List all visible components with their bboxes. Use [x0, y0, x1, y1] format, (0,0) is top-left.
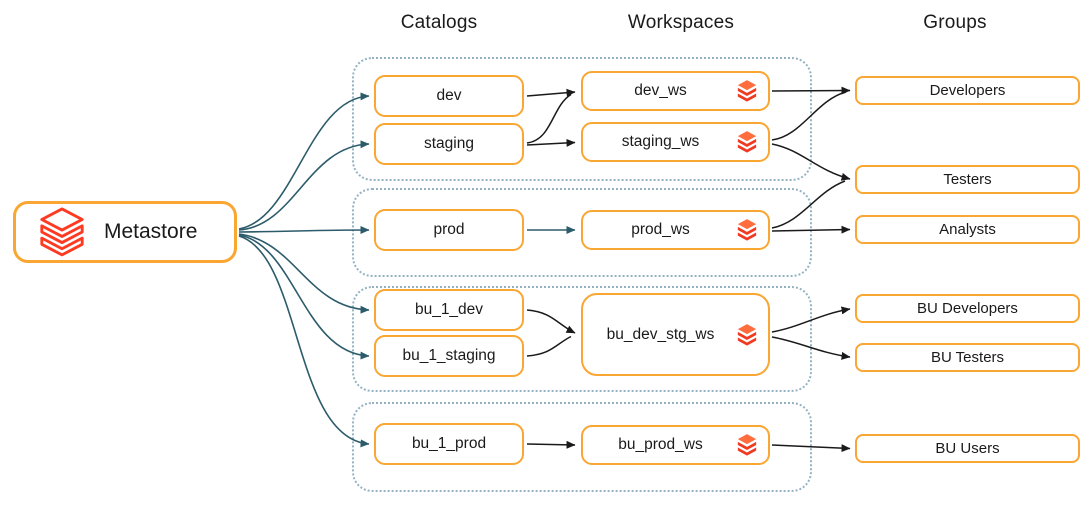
group-developers-label: Developers — [929, 82, 1006, 99]
metastore-label: Metastore — [104, 220, 198, 243]
group-analysts-label: Analysts — [939, 221, 996, 238]
column-header-workspaces: Workspaces — [627, 12, 735, 33]
group-bu-developers-label: BU Developers — [917, 300, 1018, 317]
node-workspace-bu-prod-ws: bu_prod_ws — [581, 425, 770, 465]
databricks-outline-icon — [40, 207, 84, 257]
node-group-bu-users: BU Users — [855, 434, 1080, 463]
node-group-bu-developers: BU Developers — [855, 294, 1080, 323]
node-group-developers: Developers — [855, 76, 1080, 105]
node-workspace-bu-dev-stg-ws: bu_dev_stg_ws — [581, 293, 770, 376]
databricks-icon — [737, 219, 757, 241]
group-testers-label: Testers — [943, 171, 992, 188]
node-group-bu-testers: BU Testers — [855, 343, 1080, 372]
catalog-bu-1-prod-label: bu_1_prod — [411, 435, 487, 452]
node-catalog-prod: prod — [374, 209, 524, 251]
catalog-bu-1-staging-label: bu_1_staging — [402, 347, 496, 364]
column-header-groups: Groups — [923, 12, 987, 33]
workspace-prod-ws-label: prod_ws — [631, 221, 690, 238]
catalog-prod-label: prod — [433, 221, 465, 238]
workspace-bu-dev-stg-ws-label: bu_dev_stg_ws — [606, 325, 715, 343]
node-catalog-bu-1-prod: bu_1_prod — [374, 423, 524, 465]
node-group-testers: Testers — [855, 165, 1080, 194]
catalog-bu-1-dev-label: bu_1_dev — [414, 301, 484, 318]
node-metastore: Metastore — [13, 201, 237, 263]
node-workspace-prod-ws: prod_ws — [581, 210, 770, 250]
node-workspace-dev-ws: dev_ws — [581, 71, 770, 111]
workspace-dev-ws-label: dev_ws — [634, 82, 687, 99]
node-catalog-bu-1-staging: bu_1_staging — [374, 335, 524, 377]
node-group-analysts: Analysts — [855, 215, 1080, 244]
databricks-icon — [737, 131, 757, 153]
databricks-icon — [737, 434, 757, 456]
node-workspace-staging-ws: staging_ws — [581, 122, 770, 162]
group-bu-users-label: BU Users — [935, 440, 1000, 457]
node-catalog-bu-1-dev: bu_1_dev — [374, 289, 524, 331]
workspace-bu-prod-ws-label: bu_prod_ws — [618, 436, 703, 453]
group-bu-testers-label: BU Testers — [930, 349, 1005, 366]
catalog-staging-label: staging — [424, 135, 474, 152]
databricks-icon — [737, 323, 757, 346]
column-header-catalogs: Catalogs — [400, 12, 478, 33]
node-catalog-dev: dev — [374, 75, 524, 117]
catalog-dev-label: dev — [436, 87, 462, 104]
workspace-staging-ws-label: staging_ws — [621, 133, 700, 150]
databricks-icon — [737, 80, 757, 102]
node-catalog-staging: staging — [374, 123, 524, 165]
